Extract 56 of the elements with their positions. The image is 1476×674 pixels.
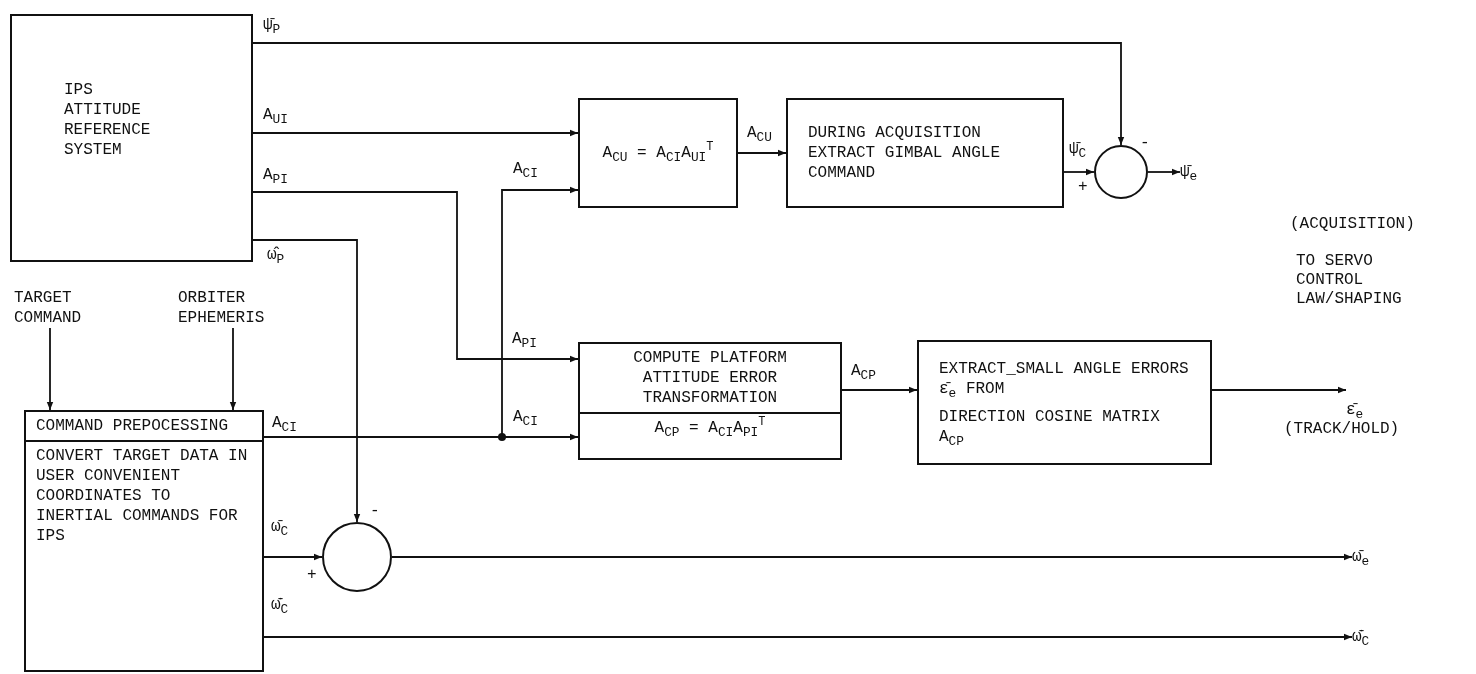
box-text: CONVERT TARGET DATA IN USER CONVENIENT COORDINATES TO INERTIAL COMMANDS FOR IPS xyxy=(35,446,249,547)
arrow xyxy=(1063,168,1095,176)
edge-label: A$_{CI}$ xyxy=(512,160,539,180)
edge-label: A$_{CP}$ xyxy=(850,362,877,382)
arrow xyxy=(263,433,579,441)
signal-label: - xyxy=(1140,134,1150,154)
signal-label: TO SERVO CONTROL LAW/SHAPING xyxy=(1296,252,1403,310)
edge-label: A$_{UI}$ xyxy=(262,106,289,126)
arrow xyxy=(1147,168,1181,176)
process-box xyxy=(24,410,264,672)
signal-label: (TRACK/HOLD) xyxy=(1284,420,1400,440)
process-box xyxy=(10,14,253,262)
arrow xyxy=(841,386,918,394)
arrow xyxy=(263,553,323,561)
edge-label: ω̂$_{P}$ xyxy=(266,246,286,266)
process-box xyxy=(578,98,738,208)
output-label: ψ̄$_{e}$ xyxy=(1180,162,1199,182)
process-box xyxy=(578,342,842,460)
output-label: ω̄̇$_{C}$ xyxy=(1352,627,1371,647)
box-text: IPS ATTITUDE REFERENCE SYSTEM xyxy=(64,80,152,160)
arrow xyxy=(252,239,361,523)
process-box xyxy=(786,98,1064,208)
signal-label: A$_{PI}$ xyxy=(512,330,537,350)
box-text: EXTRACT_SMALL ANGLE ERRORS ε̄$_{e}$ FROM xyxy=(939,358,1190,399)
box-text: DURING ACQUISITION EXTRACT GIMBAL ANGLE COMMAND xyxy=(808,123,1002,183)
output-label: ε̄$_{e}$ xyxy=(1346,400,1364,420)
box-heading: COMPUTE PLATFORM ATTITUDE ERROR TRANSFORMATION xyxy=(580,344,840,414)
edge-label: ψ̄$_{C}$ xyxy=(1068,140,1088,160)
arrow xyxy=(263,633,1353,641)
box-text: DIRECTION COSINE MATRIX A$_{CP}$ xyxy=(939,406,1161,447)
edge-label: ω̄$_{C}$ xyxy=(270,518,290,538)
arrow xyxy=(252,191,579,363)
edge-label: A$_{CI}$ xyxy=(512,408,539,428)
process-box xyxy=(917,340,1212,465)
edge-label: A$_{CU}$ xyxy=(746,124,773,144)
signal-label: - xyxy=(370,502,380,522)
box-heading: COMMAND PREPOCESSING xyxy=(26,412,262,442)
summing-junction xyxy=(1094,145,1148,199)
signal-label: + xyxy=(1078,178,1088,198)
arrow xyxy=(391,553,1353,561)
signal-label: A$_{CI}$ xyxy=(272,414,297,434)
input-label: ORBITER EPHEMERIS xyxy=(178,288,266,328)
input-label: TARGET COMMAND xyxy=(14,288,83,328)
arrow xyxy=(252,42,1125,146)
arrow xyxy=(46,327,54,411)
signal-label: + xyxy=(307,566,317,586)
arrow xyxy=(229,327,237,411)
output-label: ω̄$_{e}$ xyxy=(1352,547,1371,567)
signal-label: (ACQUISITION) xyxy=(1290,215,1415,235)
arrow xyxy=(252,129,579,137)
arrow xyxy=(1211,386,1347,394)
edge-label: ψ̄$_{P}$ xyxy=(262,16,282,36)
edge-label: A$_{PI}$ xyxy=(262,166,289,186)
edge-label: ω̄̇$_{C}$ xyxy=(270,596,290,616)
summing-junction xyxy=(322,522,392,592)
arrow xyxy=(737,149,787,157)
